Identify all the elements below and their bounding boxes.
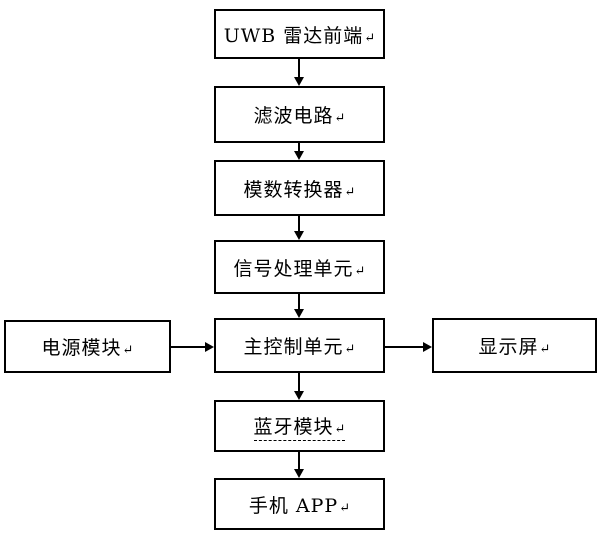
paragraph-return-icon: ↵ — [344, 342, 356, 357]
node-label-wrap: 蓝牙模块 ↵ — [253, 412, 346, 441]
paragraph-return-icon: ↵ — [339, 500, 351, 516]
node-label-wrap: 电源模块 ↵ — [42, 333, 134, 360]
paragraph-return-icon: ↵ — [122, 343, 134, 358]
node-label: 滤波电路 — [253, 105, 334, 127]
node-adc: 模数转换器 ↵ — [214, 160, 385, 216]
node-label: 信号处理单元 — [233, 257, 354, 280]
paragraph-return-icon: ↵ — [364, 30, 376, 46]
node-label: 模数转换器 — [243, 178, 344, 201]
node-bluetooth-module: 蓝牙模块 ↵ — [214, 400, 385, 452]
node-filter-circuit: 滤波电路 ↵ — [214, 86, 385, 143]
node-label: UWB 雷达前端 — [223, 24, 364, 47]
node-label: 显示屏 — [478, 336, 539, 358]
node-signal-processing-unit: 信号处理单元 ↵ — [214, 240, 385, 294]
paragraph-return-icon: ↵ — [334, 421, 346, 437]
node-label-wrap: 手机 APP ↵ — [249, 491, 350, 518]
paragraph-return-icon: ↵ — [344, 184, 356, 200]
node-label-wrap: 模数转换器 ↵ — [244, 175, 356, 202]
node-uwb-radar-front-end: UWB 雷达前端 ↵ — [214, 9, 385, 59]
node-label: 蓝牙模块 — [253, 415, 334, 438]
node-phone-app: 手机 APP ↵ — [214, 478, 385, 530]
node-display-screen: 显示屏 ↵ — [432, 318, 597, 373]
node-label-wrap: 滤波电路 ↵ — [254, 101, 346, 128]
node-label: 主控制单元 — [243, 336, 344, 358]
node-power-module: 电源模块 ↵ — [4, 320, 171, 373]
paragraph-return-icon: ↵ — [539, 342, 551, 357]
node-label: 电源模块 — [41, 337, 122, 359]
node-label-wrap: 显示屏 ↵ — [479, 332, 551, 359]
node-label-wrap: UWB 雷达前端 ↵ — [224, 21, 375, 48]
paragraph-return-icon: ↵ — [354, 263, 366, 279]
node-label-wrap: 主控制单元 ↵ — [244, 332, 356, 359]
node-main-control-unit: 主控制单元 ↵ — [214, 318, 385, 373]
node-label: 手机 APP — [248, 494, 339, 517]
paragraph-return-icon: ↵ — [334, 111, 346, 126]
node-label-wrap: 信号处理单元 ↵ — [234, 254, 366, 281]
